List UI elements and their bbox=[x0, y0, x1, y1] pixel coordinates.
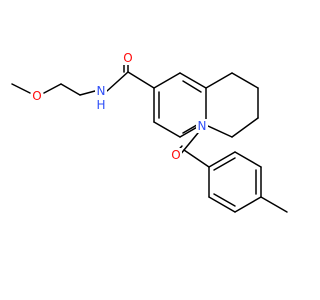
bond-2 bbox=[60, 83, 81, 96]
bond-34 bbox=[213, 193, 236, 207]
bond-26 bbox=[208, 151, 236, 168]
bond-12 bbox=[179, 72, 207, 89]
bond-1 bbox=[43, 83, 62, 94]
nitrogen-ring-label: N bbox=[198, 119, 207, 133]
bond-21 bbox=[207, 125, 233, 138]
bond-30 bbox=[208, 196, 236, 213]
bond-17 bbox=[205, 72, 233, 89]
bond-35 bbox=[260, 196, 288, 213]
bond-32 bbox=[213, 157, 236, 171]
bond-22 bbox=[183, 132, 199, 151]
molecule-structure: O N H O N O bbox=[11, 51, 288, 213]
bond-18 bbox=[231, 72, 259, 89]
bond-27 bbox=[234, 151, 262, 168]
bond-13 bbox=[153, 72, 181, 89]
bond-16 bbox=[182, 80, 202, 93]
bond-4 bbox=[106, 71, 129, 92]
bond-29 bbox=[234, 196, 262, 213]
bond-7 bbox=[127, 71, 155, 89]
bond-3 bbox=[79, 90, 96, 96]
hydrogen-amide-label: H bbox=[96, 98, 105, 112]
atom-label-layer: O N H O N O bbox=[31, 51, 208, 162]
oxygen-methoxy-label: O bbox=[32, 89, 41, 103]
oxygen-carbonyl-amide-label: O bbox=[123, 51, 132, 65]
oxygen-carbonyl-benzoyl-label: O bbox=[171, 148, 180, 162]
bond-9 bbox=[153, 121, 181, 138]
bond-layer bbox=[11, 61, 288, 213]
nitrogen-amide-label: N bbox=[97, 84, 106, 98]
bond-0 bbox=[11, 83, 31, 94]
bond-20 bbox=[231, 117, 259, 138]
bond-25 bbox=[183, 149, 210, 168]
